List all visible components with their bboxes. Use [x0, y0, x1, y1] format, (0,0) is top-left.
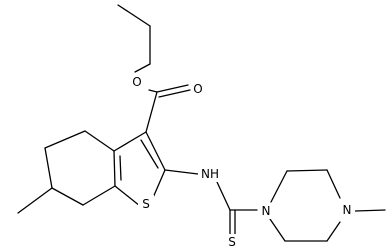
- atom-label-nh: NH: [201, 167, 219, 181]
- bond-ethyl-ch3: [117, 4, 151, 27]
- bond-n4-methyl: [354, 209, 386, 212]
- bond-c3-c2: [145, 131, 166, 171]
- bond-s-c7a: [114, 185, 141, 207]
- bond-cb-n4: [326, 169, 341, 199]
- bond-layer: [17, 4, 386, 242]
- bond-c4-c5: [44, 130, 86, 149]
- bond-nh-thiocarbonyl: [216, 181, 231, 211]
- bond-ca-cb: [286, 169, 328, 172]
- bond-c5-c6: [44, 147, 53, 189]
- bond-c6-methyl: [17, 187, 53, 214]
- bond-o-carbonyl: [148, 89, 158, 93]
- atom-label-o-carbonyl: O: [193, 82, 202, 96]
- atom-thioamide-sulfur: S: [225, 234, 241, 249]
- atom-piperazine-nitrogen-1: N: [258, 203, 274, 219]
- atom-piperazine-nitrogen-4: N: [339, 201, 355, 218]
- atom-ester-oxygen: O: [130, 74, 144, 90]
- atom-amine-nitrogen: NH: [198, 165, 222, 182]
- bond-n4-cc: [326, 221, 341, 242]
- bond-cd-n1: [269, 218, 286, 242]
- bond-c3-c2-inner: [140, 139, 159, 169]
- bond-c3a-c4: [84, 130, 115, 152]
- bond-carbonyl-double-b: [158, 89, 191, 98]
- bond-ch2-o: [134, 63, 151, 73]
- atom-label-s-thiophene: S: [142, 197, 150, 211]
- bond-c2-nh: [164, 169, 199, 175]
- atom-label-s-thioamide: S: [228, 235, 236, 249]
- bond-carbonyl-double-a: [156, 84, 189, 93]
- atom-ester-carbonyl-oxygen: O: [191, 80, 205, 96]
- atom-label-n4: N: [343, 203, 352, 217]
- atom-label-o-ester: O: [132, 75, 141, 89]
- bond-n1-ca: [270, 170, 288, 203]
- atom-thiophene-sulfur: S: [138, 195, 154, 211]
- bond-c6-c7: [51, 187, 84, 206]
- atom-label-layer: O O S NH S N N: [130, 74, 355, 249]
- bond-c7-c7a: [82, 185, 116, 206]
- atom-label-n1: N: [262, 204, 271, 218]
- bond-c7a-c3a-inner: [119, 155, 122, 181]
- bond-c3-c3a: [113, 131, 147, 152]
- bond-c2-s: [151, 169, 166, 201]
- bond-c7a-c3a: [113, 150, 116, 187]
- bond-carbonyl-ring: [145, 91, 158, 133]
